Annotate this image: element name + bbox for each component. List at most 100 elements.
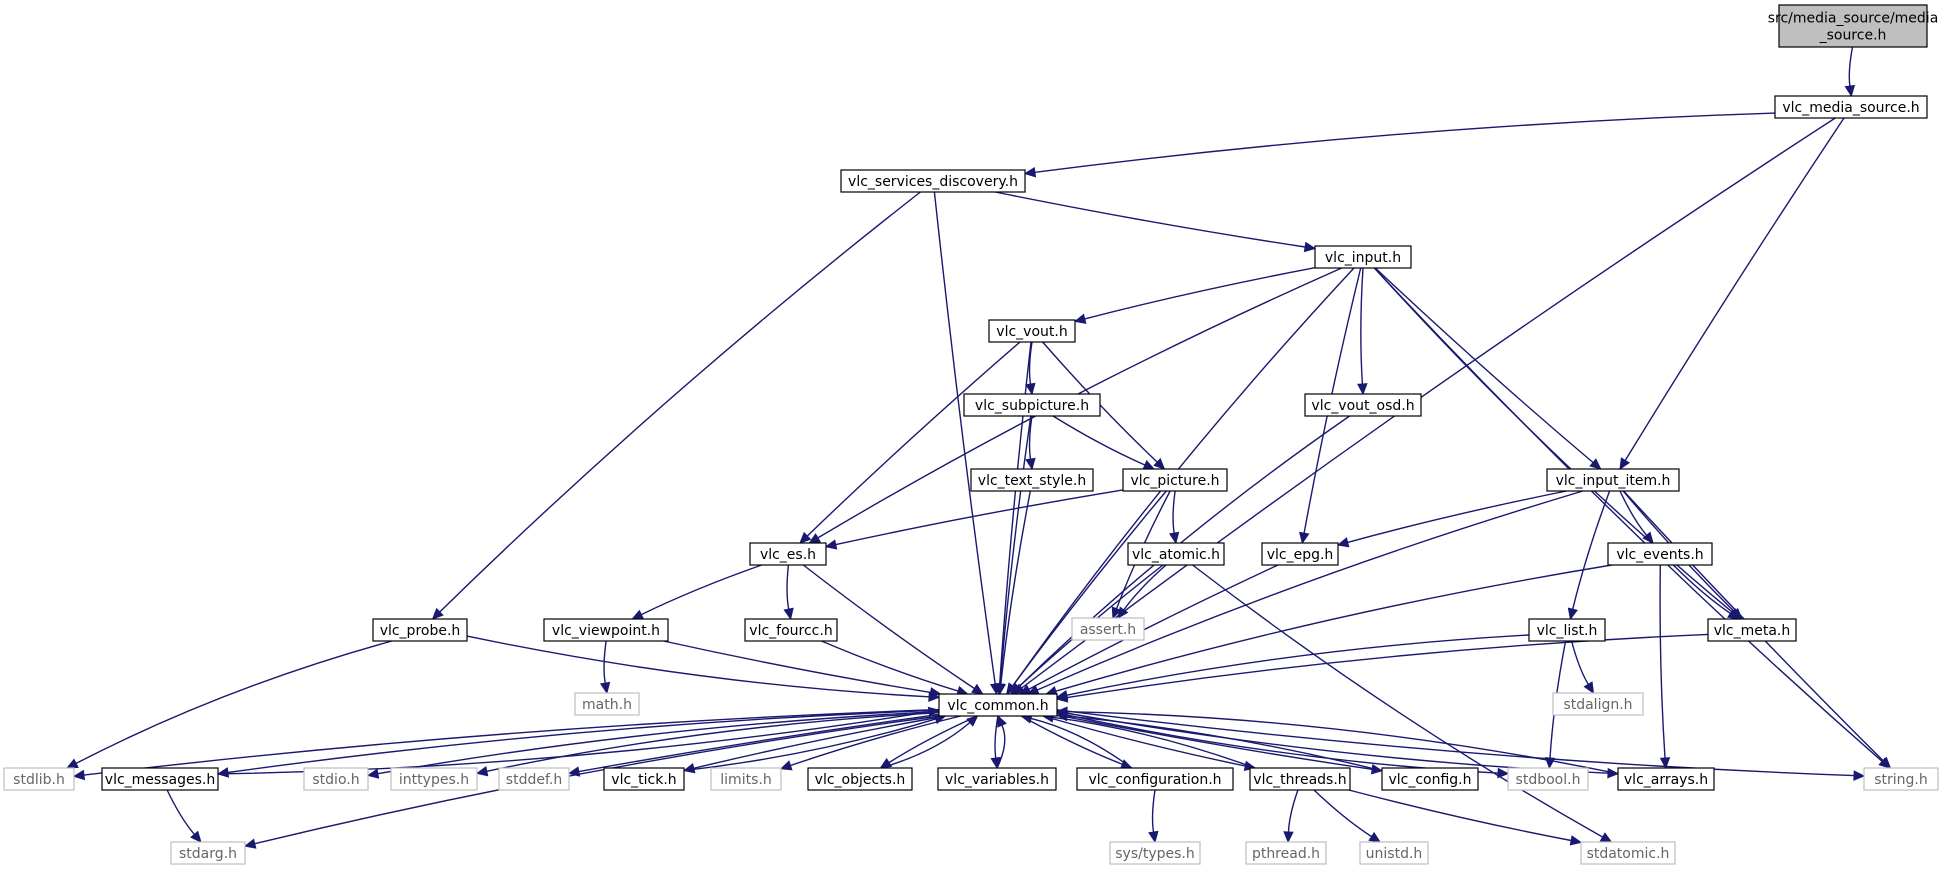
edge-vlc_text_style-to-vlc_common: [995, 490, 1031, 696]
node-box[interactable]: [744, 618, 838, 642]
node-stddef-h: stddef.h: [498, 767, 570, 791]
edge-vlc_media_source-to-vlc_input_item: [1619, 117, 1845, 471]
node-label: stdio.h: [312, 772, 359, 788]
edge-vlc_es-to-vlc_fourcc: [783, 564, 794, 621]
node-label: unistd.h: [1366, 846, 1423, 862]
node-vlc-messages[interactable]: vlc_messages.h: [101, 767, 219, 791]
edge-vlc_input-to-vlc_vout_osd: [1357, 267, 1368, 396]
node-vlc-media-source[interactable]: vlc_media_source.h: [1774, 95, 1928, 119]
edge-arrowhead: [1853, 770, 1866, 781]
node-box[interactable]: [1249, 767, 1351, 791]
node-vlc-input[interactable]: vlc_input.h: [1314, 245, 1412, 269]
edge-line: [640, 564, 762, 616]
node-vlc-config[interactable]: vlc_config.h: [1381, 767, 1479, 791]
node-vlc-meta[interactable]: vlc_meta.h: [1707, 618, 1797, 642]
node-label: stdalign.h: [1563, 697, 1632, 713]
edge-line: [806, 341, 1021, 537]
node-vlc-fourcc[interactable]: vlc_fourcc.h: [744, 618, 838, 642]
node-vlc-es[interactable]: vlc_es.h: [749, 542, 827, 566]
edge-vlc_input-to-vlc_input_item: [1374, 267, 1602, 470]
node-box[interactable]: [1707, 618, 1797, 642]
node-box[interactable]: [372, 618, 468, 642]
node-box[interactable]: [543, 618, 669, 642]
node-box: [1580, 841, 1676, 865]
node-box[interactable]: [1774, 95, 1928, 119]
node-vlc-atomic[interactable]: vlc_atomic.h: [1127, 542, 1225, 566]
node-box[interactable]: [938, 693, 1058, 717]
node-box[interactable]: [1546, 468, 1680, 492]
node-box[interactable]: [603, 767, 685, 791]
edge-line: [1348, 789, 1572, 842]
node-box[interactable]: [1381, 767, 1479, 791]
node-box[interactable]: [1528, 618, 1606, 642]
node-vlc-services-discovery[interactable]: vlc_services_discovery.h: [840, 169, 1026, 193]
node-label: math.h: [582, 697, 632, 713]
node-box[interactable]: [749, 542, 827, 566]
edge-vlc_common-to-stddef_h: [567, 713, 940, 777]
node-box[interactable]: [840, 169, 1026, 193]
edge-line: [1052, 415, 1146, 466]
node-vlc-variables[interactable]: vlc_variables.h: [937, 767, 1057, 791]
node-vlc-arrays[interactable]: vlc_arrays.h: [1617, 767, 1715, 791]
node-box[interactable]: [963, 393, 1101, 417]
node-vlc-common[interactable]: vlc_common.h: [938, 693, 1058, 717]
node-box[interactable]: [1127, 542, 1225, 566]
node-label: vlc_viewpoint.h: [552, 623, 660, 639]
node-label: vlc_arrays.h: [1624, 772, 1708, 788]
edge-arrowhead: [1073, 313, 1087, 324]
node-box[interactable]: [1076, 767, 1234, 791]
node-vlc-list[interactable]: vlc_list.h: [1528, 618, 1606, 642]
node-box[interactable]: [1617, 767, 1715, 791]
node-vlc-text-style[interactable]: vlc_text_style.h: [970, 468, 1094, 492]
node-box[interactable]: [1607, 542, 1713, 566]
edge-line: [1028, 415, 1033, 460]
edge-vlc_fourcc-to-vlc_common: [821, 640, 969, 696]
node-vlc-tick[interactable]: vlc_tick.h: [603, 767, 685, 791]
edge-arrowhead: [1727, 608, 1740, 620]
node-box[interactable]: [101, 767, 219, 791]
node-vlc-configuration[interactable]: vlc_configuration.h: [1076, 767, 1234, 791]
node-box[interactable]: [807, 767, 913, 791]
edge-arrowhead: [431, 607, 444, 620]
edge-vlc_common-to-stdlib_h: [72, 708, 940, 781]
node-vlc-probe[interactable]: vlc_probe.h: [372, 618, 468, 642]
node-box[interactable]: [1314, 245, 1412, 269]
edge-line: [888, 715, 978, 764]
node-vlc-subpicture[interactable]: vlc_subpicture.h: [963, 393, 1101, 417]
edge-line: [227, 709, 940, 774]
node-string-h: string.h: [1863, 767, 1939, 791]
node-box[interactable]: [1304, 393, 1422, 417]
node-box[interactable]: [988, 319, 1076, 343]
edge-vlc_subpicture-to-vlc_text_style: [1025, 415, 1036, 471]
node-vlc-events[interactable]: vlc_events.h: [1607, 542, 1713, 566]
edge-line: [1848, 46, 1854, 87]
edge-vlc_services_discovery-to-vlc_common: [933, 191, 1001, 696]
edge-arrowhead: [1055, 706, 1068, 717]
node-vlc-vout[interactable]: vlc_vout.h: [988, 319, 1076, 343]
node-label: pthread.h: [1252, 846, 1320, 862]
edge-arrowhead: [1303, 241, 1317, 253]
node-box[interactable]: [1261, 542, 1339, 566]
edge-vlc_atomic-to-stdatomic_h: [1192, 564, 1613, 843]
node-vlc-epg[interactable]: vlc_epg.h: [1261, 542, 1339, 566]
node-vlc-vout-osd[interactable]: vlc_vout_osd.h: [1304, 393, 1422, 417]
node-vlc-picture[interactable]: vlc_picture.h: [1122, 468, 1228, 492]
edge-line: [1066, 715, 1383, 772]
edge-line: [802, 564, 975, 690]
edge-vlc_messages-to-stdarg_h: [166, 789, 202, 843]
edge-vlc_common-to-vlc_config: [1056, 714, 1384, 775]
node-box[interactable]: [937, 767, 1057, 791]
node-vlc-objects[interactable]: vlc_objects.h: [807, 767, 913, 791]
node-box: [1071, 617, 1145, 641]
edge-line: [1066, 711, 1619, 775]
edge-line: [1056, 714, 1373, 770]
node-vlc-input-item[interactable]: vlc_input_item.h: [1546, 468, 1680, 492]
node-label: vlc_atomic.h: [1132, 547, 1220, 563]
edge-arrowhead: [1368, 831, 1382, 843]
node-box[interactable]: [1122, 468, 1228, 492]
node-vlc-threads[interactable]: vlc_threads.h: [1249, 767, 1351, 791]
edge-arrowhead: [1299, 531, 1310, 545]
node-vlc-viewpoint[interactable]: vlc_viewpoint.h: [543, 618, 669, 642]
node-box: [1863, 767, 1939, 791]
node-box[interactable]: [970, 468, 1094, 492]
